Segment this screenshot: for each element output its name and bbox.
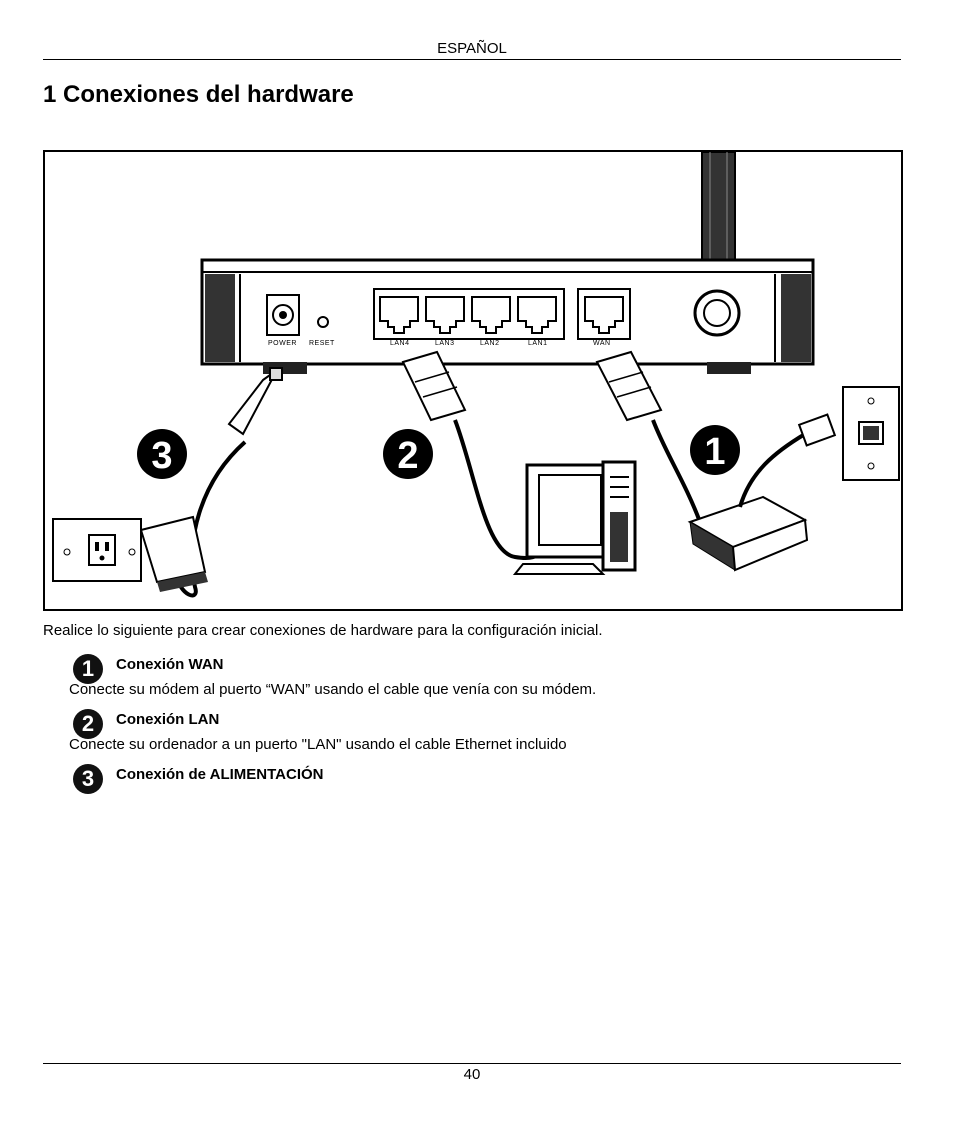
ethernet-ports — [379, 296, 624, 334]
port-label-lan4: LAN4 — [390, 340, 410, 347]
step-title: Conexión LAN — [116, 711, 220, 728]
page-number: 40 — [463, 1066, 481, 1083]
step-title: Conexión WAN — [116, 656, 224, 673]
computer — [512, 460, 637, 575]
port-lan3 — [425, 296, 465, 334]
svg-text:3: 3 — [151, 435, 172, 477]
wan-cable — [595, 350, 702, 523]
step-number-badge: 3 — [73, 764, 103, 794]
port-lan2 — [471, 296, 511, 334]
intro-text: Realice lo siguiente para crear conexion… — [43, 622, 603, 639]
header-language: ESPAÑOL — [437, 40, 507, 57]
port-label-power: POWER — [268, 340, 297, 347]
footer-rule — [43, 1063, 901, 1064]
wall-outlet — [52, 518, 142, 582]
phone-jack — [797, 386, 900, 481]
port-lan4 — [379, 296, 419, 334]
port-label-lan2: LAN2 — [480, 340, 500, 347]
step-number-badge: 2 — [73, 709, 103, 739]
power-adapter — [139, 367, 283, 598]
port-label-lan3: LAN3 — [435, 340, 455, 347]
page-title: 1 Conexiones del hardware — [43, 81, 354, 108]
modem — [687, 432, 809, 572]
port-label-wan: WAN — [593, 340, 611, 347]
port-wan — [584, 296, 624, 334]
port-lan1 — [517, 296, 557, 334]
header-rule — [43, 59, 901, 60]
callout-1: 1 — [690, 425, 740, 475]
step-description: Conecte su ordenador a un puerto "LAN" u… — [69, 736, 567, 753]
step-number-badge: 1 — [73, 654, 103, 684]
callout-2: 2 — [383, 429, 433, 479]
callout-3: 3 — [137, 429, 187, 479]
step-description: Conecte su módem al puerto “WAN” usando … — [69, 681, 597, 698]
reset-button — [317, 316, 329, 328]
hardware-diagram: POWER RESET LAN4 LAN3 LAN2 LAN1 WAN — [52, 152, 900, 598]
port-label-reset: RESET — [309, 340, 335, 347]
port-label-lan1: LAN1 — [528, 340, 548, 347]
svg-text:1: 1 — [704, 431, 725, 473]
step-title: Conexión de ALIMENTACIÓN — [116, 766, 324, 783]
hardware-connection-figure: POWER RESET LAN4 LAN3 LAN2 LAN1 WAN — [43, 150, 903, 611]
svg-text:2: 2 — [397, 435, 418, 477]
